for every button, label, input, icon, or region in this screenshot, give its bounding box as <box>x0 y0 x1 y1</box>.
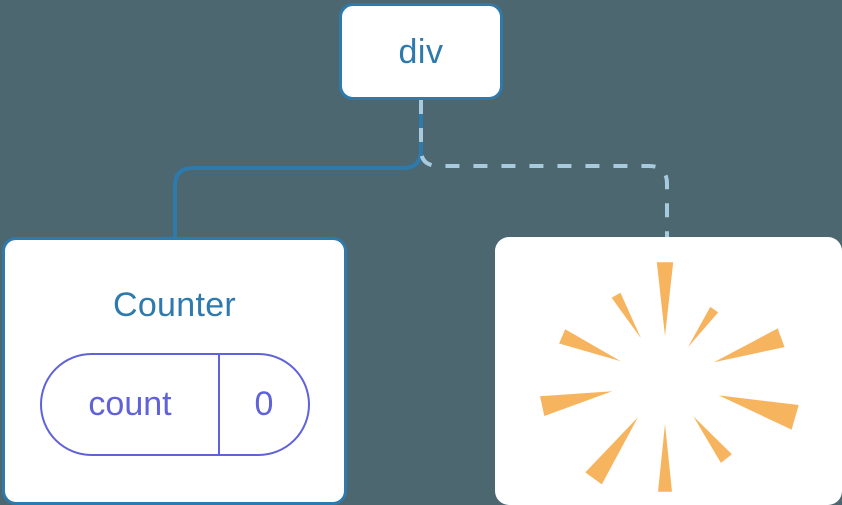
node-rerender-burst[interactable] <box>495 237 842 505</box>
node-div-label: div <box>398 32 444 71</box>
state-pill-key: count <box>42 355 220 454</box>
burst-ray-6 <box>585 417 638 485</box>
node-div[interactable]: div <box>339 3 503 100</box>
burst-ray-2 <box>713 328 785 363</box>
burst-ray-0 <box>656 262 674 336</box>
burst-ray-9 <box>611 292 641 339</box>
edge-div-to-counter <box>173 100 423 240</box>
burst-ray-5 <box>658 424 672 492</box>
edge-div-to-rerender <box>419 100 669 240</box>
burst-ray-7 <box>540 391 613 416</box>
burst-ray-4 <box>693 416 732 463</box>
burst-ray-1 <box>687 306 719 348</box>
burst-ray-3 <box>718 395 799 430</box>
burst-rays-icon <box>540 262 799 492</box>
state-pill-count[interactable]: count 0 <box>40 353 310 456</box>
state-pill-value: 0 <box>254 385 274 423</box>
burst-ray-8 <box>559 329 621 362</box>
node-counter-label: Counter <box>112 286 237 324</box>
